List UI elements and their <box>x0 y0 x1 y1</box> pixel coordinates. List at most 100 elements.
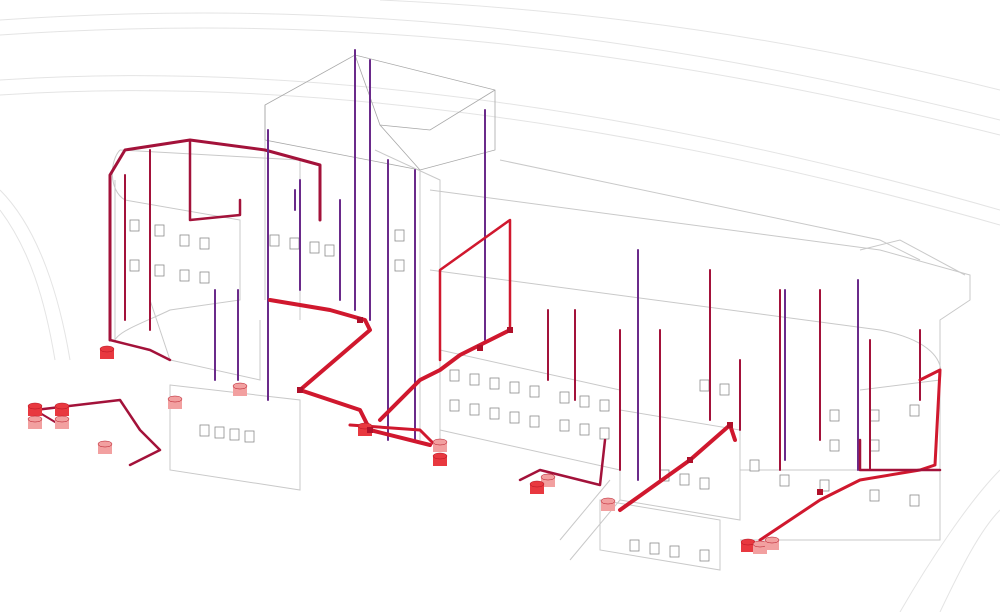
tank <box>99 345 115 359</box>
tank <box>27 402 43 416</box>
tank-body <box>601 501 615 511</box>
window <box>909 494 920 507</box>
tank-top <box>529 480 545 488</box>
window <box>229 428 240 441</box>
pipe-segment <box>378 328 512 422</box>
window <box>599 399 610 412</box>
tank-body <box>753 544 767 554</box>
tank-top <box>432 452 448 460</box>
window <box>649 542 660 555</box>
tank-body <box>100 349 114 359</box>
window <box>154 224 165 237</box>
tank-top <box>540 473 556 481</box>
window <box>179 269 190 282</box>
window <box>559 391 570 404</box>
pipe-fitting <box>817 489 823 495</box>
window <box>749 459 760 472</box>
window <box>199 237 210 250</box>
pipe-segment <box>188 138 242 222</box>
tank-body <box>433 442 447 452</box>
tank-top <box>27 402 43 410</box>
window <box>629 539 640 552</box>
tank-body <box>358 426 372 436</box>
tank-body <box>530 484 544 494</box>
window <box>214 426 225 439</box>
tank <box>54 415 70 429</box>
tank-body <box>433 456 447 466</box>
tank-top <box>99 345 115 353</box>
pipe-segment <box>618 423 737 512</box>
tank-top <box>27 415 43 423</box>
tank <box>432 438 448 452</box>
pipe-fitting <box>727 422 733 428</box>
pipe-fitting <box>367 427 373 433</box>
tank <box>97 440 113 454</box>
pipe-segment <box>758 368 942 542</box>
window <box>599 427 610 440</box>
window <box>394 229 405 242</box>
tank-top <box>764 536 780 544</box>
tank-body <box>98 444 112 454</box>
window <box>779 474 790 487</box>
window <box>699 477 710 490</box>
pipe-segment <box>858 438 942 472</box>
tank-body <box>28 406 42 416</box>
window <box>719 383 730 396</box>
pipe-fitting <box>687 457 693 463</box>
tank-body <box>28 419 42 429</box>
tank-body <box>233 386 247 396</box>
tank-top <box>232 382 248 390</box>
pipe-segment <box>268 298 432 447</box>
tank-body <box>55 419 69 429</box>
window <box>469 403 480 416</box>
building-outline <box>111 54 971 571</box>
window <box>869 439 880 452</box>
window <box>324 244 335 257</box>
tank-top <box>97 440 113 448</box>
tank-top <box>54 402 70 410</box>
window <box>509 381 520 394</box>
window <box>529 415 540 428</box>
pipe-segment <box>518 438 607 487</box>
pipe-fitting <box>507 327 513 333</box>
tank <box>600 497 616 511</box>
window <box>269 234 280 247</box>
window <box>509 411 520 424</box>
tank <box>529 480 545 494</box>
pipe-segment <box>33 398 162 467</box>
tank <box>740 538 756 552</box>
window <box>829 439 840 452</box>
window <box>579 423 590 436</box>
tank-top <box>54 415 70 423</box>
tank <box>232 382 248 396</box>
tank-body <box>55 406 69 416</box>
tank <box>27 415 43 429</box>
window <box>154 264 165 277</box>
window <box>869 489 880 502</box>
tank-top <box>167 395 183 403</box>
tank <box>54 402 70 416</box>
tank <box>167 395 183 409</box>
equipment-tanks <box>27 317 823 554</box>
tank <box>752 540 768 554</box>
pipe-fitting <box>357 317 363 323</box>
tank-body <box>765 540 779 550</box>
tank <box>540 473 556 487</box>
pipe-fitting <box>477 345 483 351</box>
pipe-network <box>33 49 942 542</box>
building-windows <box>129 219 920 562</box>
window <box>129 259 140 272</box>
pipe-fitting <box>297 387 303 393</box>
pipe-segment <box>438 218 512 362</box>
window <box>699 549 710 562</box>
window <box>289 237 300 250</box>
window <box>199 424 210 437</box>
window <box>489 407 500 420</box>
pipe-segment <box>108 338 172 362</box>
window <box>579 395 590 408</box>
window <box>394 259 405 272</box>
window <box>489 377 500 390</box>
